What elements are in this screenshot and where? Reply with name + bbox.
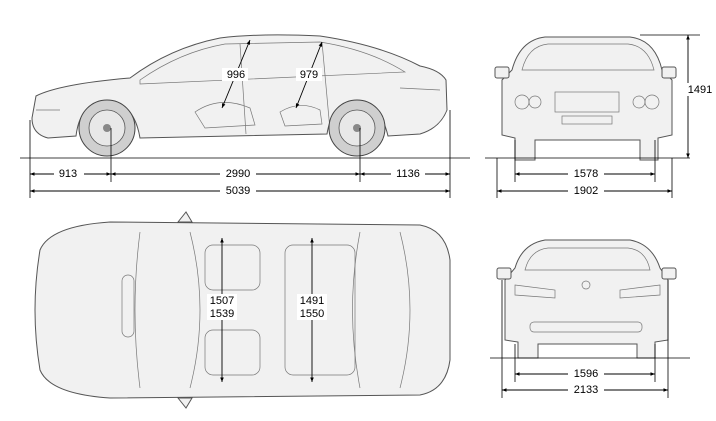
front-shoulder-width-label: 1507 bbox=[210, 295, 234, 307]
front-headroom-label: 996 bbox=[227, 69, 245, 81]
front-view: 1491 1578 1902 bbox=[485, 34, 714, 198]
front-overhang-label: 913 bbox=[59, 168, 77, 180]
overall-length-label: 5039 bbox=[226, 185, 250, 197]
side-view: 996 979 913 2990 1136 5039 bbox=[20, 34, 470, 198]
height-label: 1491 bbox=[688, 84, 712, 96]
front-wheel bbox=[78, 99, 136, 157]
front-track-label: 1578 bbox=[574, 168, 598, 180]
rear-shoulder-width-label: 1491 bbox=[300, 295, 324, 307]
rear-track-label: 1596 bbox=[574, 368, 598, 380]
front-elbow-width-label: 1539 bbox=[210, 308, 234, 320]
rear-wheel bbox=[328, 99, 386, 157]
width-label: 1902 bbox=[574, 185, 598, 197]
top-view: 1507 1539 1491 1550 bbox=[34, 211, 451, 409]
rear-view: 1596 2133 bbox=[490, 239, 690, 398]
rear-headroom-label: 979 bbox=[300, 69, 318, 81]
rear-elbow-width-label: 1550 bbox=[300, 308, 324, 320]
width-with-mirrors-label: 2133 bbox=[574, 384, 598, 396]
rear-overhang-label: 1136 bbox=[396, 168, 420, 180]
wheelbase-label: 2990 bbox=[226, 168, 250, 180]
